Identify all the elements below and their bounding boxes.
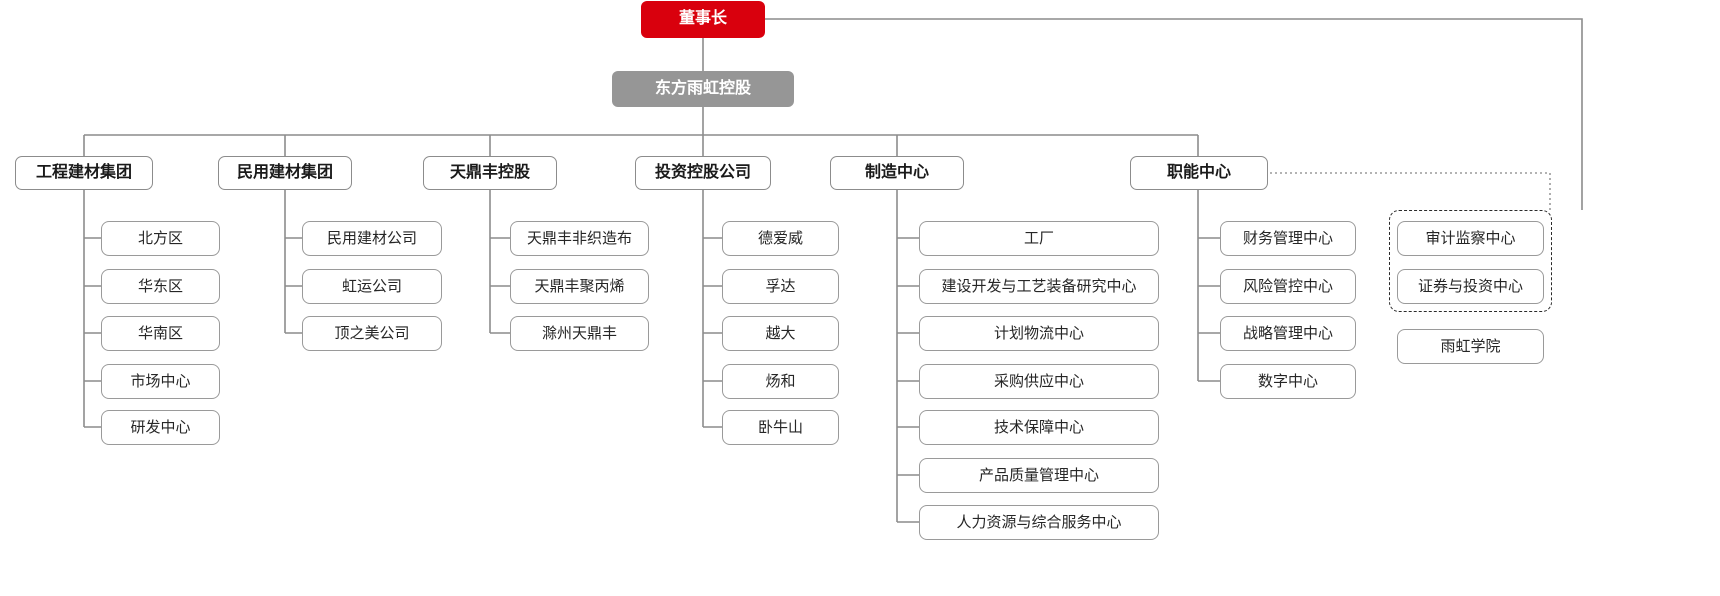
node-manufacturing-child-0[interactable]: 工厂 <box>919 221 1159 256</box>
node-label: 工厂 <box>1023 229 1054 247</box>
node-label: 滁州天鼎丰 <box>541 324 617 342</box>
node-label: 虹运公司 <box>341 277 402 295</box>
node-label: 顶之美公司 <box>334 324 410 342</box>
node-holding-company[interactable]: 东方雨虹控股 <box>612 71 794 107</box>
node-label: 计划物流中心 <box>993 324 1084 342</box>
node-tiandingfeng-child-2[interactable]: 滁州天鼎丰 <box>510 316 649 351</box>
node-manufacturing-child-4[interactable]: 技术保障中心 <box>919 410 1159 445</box>
node-holding-company-label: 东方雨虹控股 <box>654 79 751 97</box>
node-functional-child-1[interactable]: 风险管控中心 <box>1220 269 1356 304</box>
node-securities-investment-center[interactable]: 证券与投资中心 <box>1397 269 1544 304</box>
node-label: 数字中心 <box>1257 372 1318 390</box>
node-label: 产品质量管理中心 <box>978 466 1099 484</box>
node-engineering-child-3[interactable]: 市场中心 <box>101 364 220 399</box>
node-label: 技术保障中心 <box>993 418 1084 436</box>
node-civil-child-1[interactable]: 虹运公司 <box>302 269 442 304</box>
node-division-engineering-label: 工程建材集团 <box>35 163 132 181</box>
node-label: 天鼎丰聚丙烯 <box>534 277 625 295</box>
node-label: 华东区 <box>137 277 183 295</box>
node-division-functional-label: 职能中心 <box>1166 163 1231 181</box>
node-manufacturing-child-2[interactable]: 计划物流中心 <box>919 316 1159 351</box>
node-tiandingfeng-child-0[interactable]: 天鼎丰非织造布 <box>510 221 649 256</box>
node-division-investment-label: 投资控股公司 <box>654 163 751 181</box>
node-label: 风险管控中心 <box>1242 277 1333 295</box>
node-label: 卧牛山 <box>757 418 803 436</box>
node-engineering-child-2[interactable]: 华南区 <box>101 316 220 351</box>
node-label: 天鼎丰非织造布 <box>526 229 632 247</box>
node-division-tiandingfeng[interactable]: 天鼎丰控股 <box>423 156 557 190</box>
node-investment-child-2[interactable]: 越大 <box>722 316 839 351</box>
node-audit-supervision-center[interactable]: 审计监察中心 <box>1397 221 1544 256</box>
node-functional-child-3[interactable]: 数字中心 <box>1220 364 1356 399</box>
node-investment-child-3[interactable]: 炀和 <box>722 364 839 399</box>
node-investment-child-1[interactable]: 孚达 <box>722 269 839 304</box>
node-division-civil-label: 民用建材集团 <box>236 163 333 181</box>
node-division-manufacturing-label: 制造中心 <box>864 163 929 181</box>
node-civil-child-2[interactable]: 顶之美公司 <box>302 316 442 351</box>
node-manufacturing-child-5[interactable]: 产品质量管理中心 <box>919 458 1159 493</box>
node-label: 市场中心 <box>130 372 191 390</box>
node-functional-child-0[interactable]: 财务管理中心 <box>1220 221 1356 256</box>
node-civil-child-0[interactable]: 民用建材公司 <box>302 221 442 256</box>
node-division-investment[interactable]: 投资控股公司 <box>635 156 771 190</box>
node-investment-child-4[interactable]: 卧牛山 <box>722 410 839 445</box>
node-label: 北方区 <box>137 229 183 247</box>
node-division-engineering[interactable]: 工程建材集团 <box>15 156 153 190</box>
node-division-tiandingfeng-label: 天鼎丰控股 <box>449 163 530 181</box>
node-label: 华南区 <box>137 324 183 342</box>
node-label: 孚达 <box>765 277 796 295</box>
node-label: 研发中心 <box>130 418 191 436</box>
node-engineering-child-1[interactable]: 华东区 <box>101 269 220 304</box>
node-label: 审计监察中心 <box>1425 229 1516 247</box>
node-engineering-child-4[interactable]: 研发中心 <box>101 410 220 445</box>
node-label: 战略管理中心 <box>1242 324 1333 342</box>
node-label: 民用建材公司 <box>326 229 417 247</box>
node-division-manufacturing[interactable]: 制造中心 <box>830 156 964 190</box>
node-chairman[interactable]: 董事长 <box>641 1 765 38</box>
node-label: 采购供应中心 <box>993 372 1084 390</box>
node-functional-child-2[interactable]: 战略管理中心 <box>1220 316 1356 351</box>
node-label: 越大 <box>765 324 796 342</box>
node-engineering-child-0[interactable]: 北方区 <box>101 221 220 256</box>
node-investment-child-0[interactable]: 德爱威 <box>722 221 839 256</box>
node-manufacturing-child-6[interactable]: 人力资源与综合服务中心 <box>919 505 1159 540</box>
direct-report-dashed-group <box>1389 210 1552 312</box>
node-label: 证券与投资中心 <box>1417 277 1523 295</box>
node-label: 德爱威 <box>757 229 803 247</box>
node-manufacturing-child-1[interactable]: 建设开发与工艺装备研究中心 <box>919 269 1159 304</box>
node-tiandingfeng-child-1[interactable]: 天鼎丰聚丙烯 <box>510 269 649 304</box>
node-division-civil[interactable]: 民用建材集团 <box>218 156 352 190</box>
node-label: 雨虹学院 <box>1440 337 1501 355</box>
node-label: 建设开发与工艺装备研究中心 <box>941 277 1137 295</box>
node-division-functional[interactable]: 职能中心 <box>1130 156 1268 190</box>
node-label: 炀和 <box>765 372 796 390</box>
node-yuhong-academy[interactable]: 雨虹学院 <box>1397 329 1544 364</box>
node-label: 财务管理中心 <box>1242 229 1333 247</box>
node-chairman-label: 董事长 <box>678 10 727 28</box>
node-manufacturing-child-3[interactable]: 采购供应中心 <box>919 364 1159 399</box>
node-label: 人力资源与综合服务中心 <box>956 513 1122 531</box>
